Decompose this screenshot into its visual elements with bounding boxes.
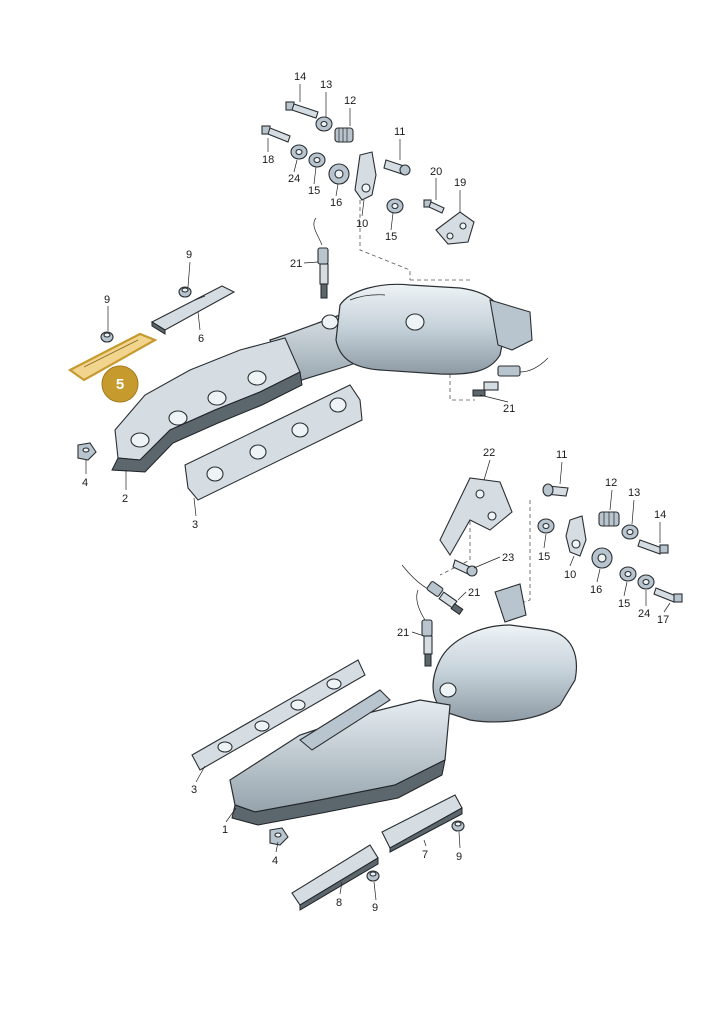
heat-shield-7[interactable]	[381, 794, 463, 853]
label-16-lower[interactable]: 16	[590, 584, 602, 596]
label-24-upper[interactable]: 24	[288, 173, 300, 185]
label-21-upper-a[interactable]: 21	[290, 258, 302, 270]
bolt-11-upper[interactable]	[383, 159, 411, 176]
upper-guide-lines	[359, 200, 475, 401]
oxygen-sensor-21-upper-b[interactable]	[472, 357, 549, 397]
bolt-23-lower[interactable]	[452, 559, 478, 577]
bolt-14-upper[interactable]	[285, 101, 319, 119]
label-9-lower-b[interactable]: 9	[372, 902, 378, 914]
label-11-upper[interactable]: 11	[394, 126, 405, 138]
bolt-17-lower[interactable]	[653, 587, 683, 603]
bolt-11-lower[interactable]	[542, 483, 569, 497]
label-9-lower-a[interactable]: 9	[456, 851, 462, 863]
oxygen-sensor-21-lower-b[interactable]	[416, 589, 433, 667]
label-14-lower[interactable]: 14	[654, 509, 666, 521]
upper-assembly	[67, 101, 549, 501]
label-18-upper[interactable]: 18	[262, 154, 274, 166]
bracket-22-lower[interactable]	[439, 477, 513, 557]
upper-catalytic-converter[interactable]	[269, 283, 533, 387]
label-4-upper[interactable]: 4	[82, 477, 88, 489]
bracket-10-upper[interactable]	[354, 151, 377, 201]
label-3-upper[interactable]: 3	[192, 519, 198, 531]
label-11-lower[interactable]: 11	[556, 449, 567, 461]
label-20-upper[interactable]: 20	[430, 166, 442, 178]
sleeve-16-upper[interactable]	[328, 163, 350, 185]
leader-lines	[85, 84, 671, 901]
bushing-15-lower-a[interactable]	[537, 518, 555, 534]
label-9-upper-a[interactable]: 9	[186, 249, 192, 261]
bolt-20-upper[interactable]	[423, 199, 445, 214]
label-13-upper[interactable]: 13	[320, 79, 332, 91]
label-9-upper-b[interactable]: 9	[104, 294, 110, 306]
highlight-badge-label: 5	[116, 376, 124, 393]
label-21-lower-a[interactable]: 21	[468, 587, 480, 599]
nut-9-lower-a[interactable]	[451, 820, 465, 832]
washer-13-upper[interactable]	[315, 116, 333, 132]
lower-exhaust-manifold[interactable]	[229, 689, 451, 826]
label-15-upper-a[interactable]: 15	[308, 185, 320, 197]
label-8[interactable]: 8	[336, 897, 342, 909]
bushing-15-upper-a[interactable]	[308, 152, 326, 168]
label-1[interactable]: 1	[222, 824, 228, 836]
lower-manifold-gasket[interactable]	[191, 659, 366, 771]
label-14-upper[interactable]: 14	[294, 71, 306, 83]
spring-12-lower[interactable]	[598, 511, 620, 527]
bushing-15-upper-b[interactable]	[386, 198, 404, 214]
label-4-lower[interactable]: 4	[272, 855, 278, 867]
label-15-lower-b[interactable]: 15	[618, 598, 630, 610]
label-3-lower[interactable]: 3	[191, 784, 197, 796]
bolt-14-lower[interactable]	[637, 539, 669, 555]
nut-4-lower[interactable]	[269, 827, 289, 846]
lower-assembly	[191, 477, 683, 911]
upper-part-labels: 14 13 12 11 18 24 15 16 10 15 20 19 21 2…	[82, 71, 515, 531]
oxygen-sensor-21-lower-a[interactable]	[401, 564, 464, 616]
bracket-10-lower[interactable]	[565, 515, 587, 557]
label-13-lower[interactable]: 13	[628, 487, 640, 499]
washer-13-lower[interactable]	[621, 524, 639, 540]
label-16-upper[interactable]: 16	[330, 197, 342, 209]
spring-12-upper[interactable]	[334, 127, 354, 143]
bushing-15-lower-b[interactable]	[619, 566, 637, 582]
heat-shield-5-highlighted[interactable]	[67, 332, 158, 382]
label-24-lower[interactable]: 24	[638, 608, 650, 620]
heat-shield-6[interactable]	[150, 285, 236, 335]
label-6[interactable]: 6	[198, 333, 204, 345]
nut-9-upper-b[interactable]	[100, 331, 114, 343]
label-10-lower[interactable]: 10	[564, 569, 576, 581]
bolt-18-upper[interactable]	[261, 125, 291, 143]
upper-manifold-gasket[interactable]	[184, 384, 363, 501]
highlight-badge	[101, 365, 139, 403]
label-22-lower[interactable]: 22	[483, 447, 495, 459]
label-17-lower[interactable]: 17	[657, 614, 669, 626]
nut-9-lower-b[interactable]	[366, 870, 380, 882]
oxygen-sensor-21-upper-a[interactable]	[313, 217, 329, 299]
label-12-lower[interactable]: 12	[605, 477, 617, 489]
bracket-19-upper[interactable]	[435, 211, 475, 245]
heat-shield-8[interactable]	[291, 844, 379, 911]
label-2[interactable]: 2	[122, 493, 128, 505]
washer-24-lower[interactable]	[637, 574, 655, 590]
label-21-lower-b[interactable]: 21	[397, 627, 409, 639]
lower-catalytic-converter[interactable]	[432, 583, 577, 723]
label-15-lower-a[interactable]: 15	[538, 551, 550, 563]
label-12-upper[interactable]: 12	[344, 95, 356, 107]
label-10-upper[interactable]: 10	[356, 218, 368, 230]
sleeve-16-lower[interactable]	[591, 547, 613, 569]
washer-24-upper[interactable]	[290, 144, 308, 160]
lower-part-labels: 22 11 12 13 14 15 10 16 15 24 17 23 21 2…	[191, 447, 669, 914]
label-15-upper-b[interactable]: 15	[385, 231, 397, 243]
nut-4-upper[interactable]	[77, 442, 97, 461]
upper-exhaust-manifold[interactable]	[111, 337, 303, 473]
label-19-upper[interactable]: 19	[454, 177, 466, 189]
highlight-callout-5[interactable]: 5	[101, 365, 139, 403]
label-23-lower[interactable]: 23	[502, 552, 514, 564]
label-7[interactable]: 7	[422, 849, 428, 861]
nut-9-upper-a[interactable]	[178, 286, 192, 298]
label-21-upper-b[interactable]: 21	[503, 403, 515, 415]
